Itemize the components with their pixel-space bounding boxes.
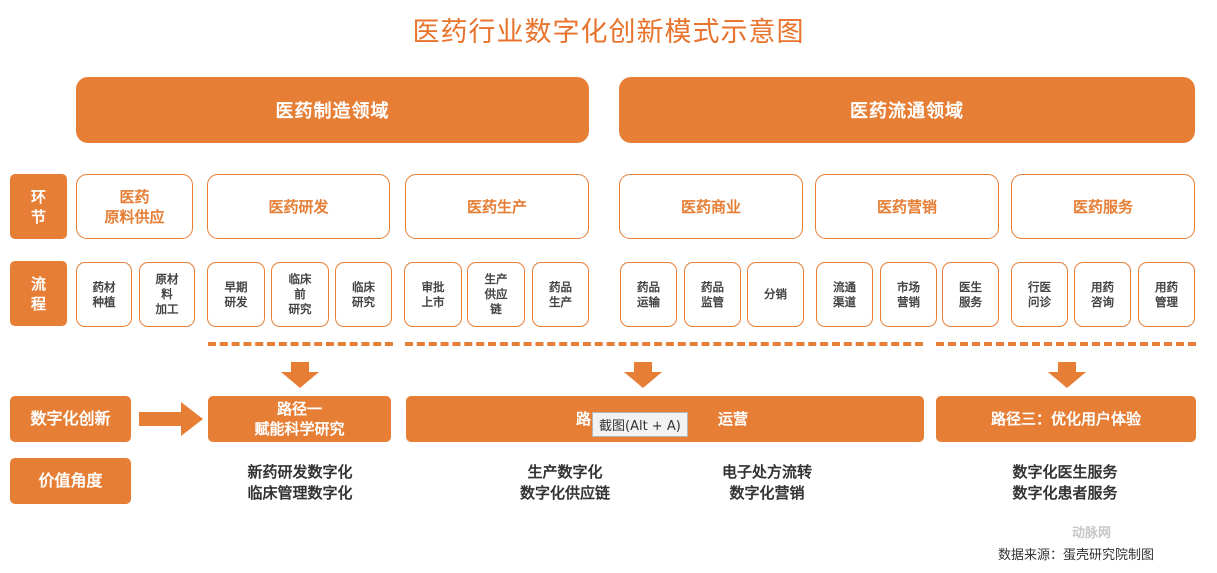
domain-distribution: 医药流通领域 <box>619 77 1195 143</box>
stage-raw-material: 医药 原料供应 <box>76 174 193 239</box>
down-arrow-icon <box>281 362 319 388</box>
path-three-box: 路径三：优化用户体验 <box>936 396 1196 442</box>
down-arrow-icon <box>1048 362 1086 388</box>
path-two-label-left: 路 <box>576 410 592 428</box>
page-title: 医药行业数字化创新模式示意图 <box>412 17 805 48</box>
stage-commerce: 医药商业 <box>619 174 803 239</box>
process-doctor-service: 医生 服务 <box>942 262 999 327</box>
right-arrow-icon <box>139 402 203 436</box>
watermark-logo: 动脉网 <box>1072 526 1112 541</box>
process-preclinical: 临床 前 研究 <box>271 262 329 327</box>
process-drug-supervision: 药品 监管 <box>684 262 741 327</box>
dashed-separator <box>208 342 393 346</box>
domain-manufacturing: 医药制造领域 <box>76 77 589 143</box>
dashed-separator <box>936 342 1196 346</box>
value-service: 数字化医生服务 数字化患者服务 <box>1012 463 1118 502</box>
screenshot-tooltip: 截图(Alt + A) <box>592 412 688 437</box>
row-label-stage: 环 节 <box>10 174 67 239</box>
row-label-digital: 数字化创新 <box>10 396 131 442</box>
stage-marketing: 医药营销 <box>815 174 999 239</box>
value-rnd: 新药研发数字化 临床管理数字化 <box>247 463 353 502</box>
process-drug-production: 药品 生产 <box>532 262 589 327</box>
source-note: 数据来源：蛋壳研究院制图 <box>998 548 1155 563</box>
process-consultation: 行医 问诊 <box>1011 262 1068 327</box>
row-label-value: 价值角度 <box>10 458 131 504</box>
path-one-box: 路径一 赋能科学研究 <box>208 396 391 442</box>
down-arrow-icon <box>624 362 662 388</box>
path-two-label-right: 运营 <box>718 410 749 428</box>
process-early-research: 早期 研发 <box>207 262 265 327</box>
stage-service: 医药服务 <box>1011 174 1195 239</box>
dashed-separator <box>405 342 923 346</box>
process-approval: 审批 上市 <box>404 262 462 327</box>
process-channels: 流通 渠道 <box>816 262 873 327</box>
process-herb-planting: 药材 种植 <box>76 262 132 327</box>
process-medication-management: 用药 管理 <box>1138 262 1195 327</box>
stage-rnd: 医药研发 <box>207 174 390 239</box>
value-commerce: 电子处方流转 数字化营销 <box>721 463 812 502</box>
process-medication-advice: 用药 咨询 <box>1074 262 1131 327</box>
value-production: 生产数字化 数字化供应链 <box>519 463 610 502</box>
process-supply-chain: 生产 供应 链 <box>467 262 525 327</box>
process-market-marketing: 市场 营销 <box>880 262 937 327</box>
row-label-process: 流 程 <box>10 261 67 326</box>
stage-production: 医药生产 <box>405 174 589 239</box>
process-drug-transport: 药品 运输 <box>620 262 677 327</box>
process-material-processing: 原材 料 加工 <box>139 262 195 327</box>
process-distribution: 分销 <box>747 262 804 327</box>
process-clinical: 临床 研究 <box>335 262 392 327</box>
